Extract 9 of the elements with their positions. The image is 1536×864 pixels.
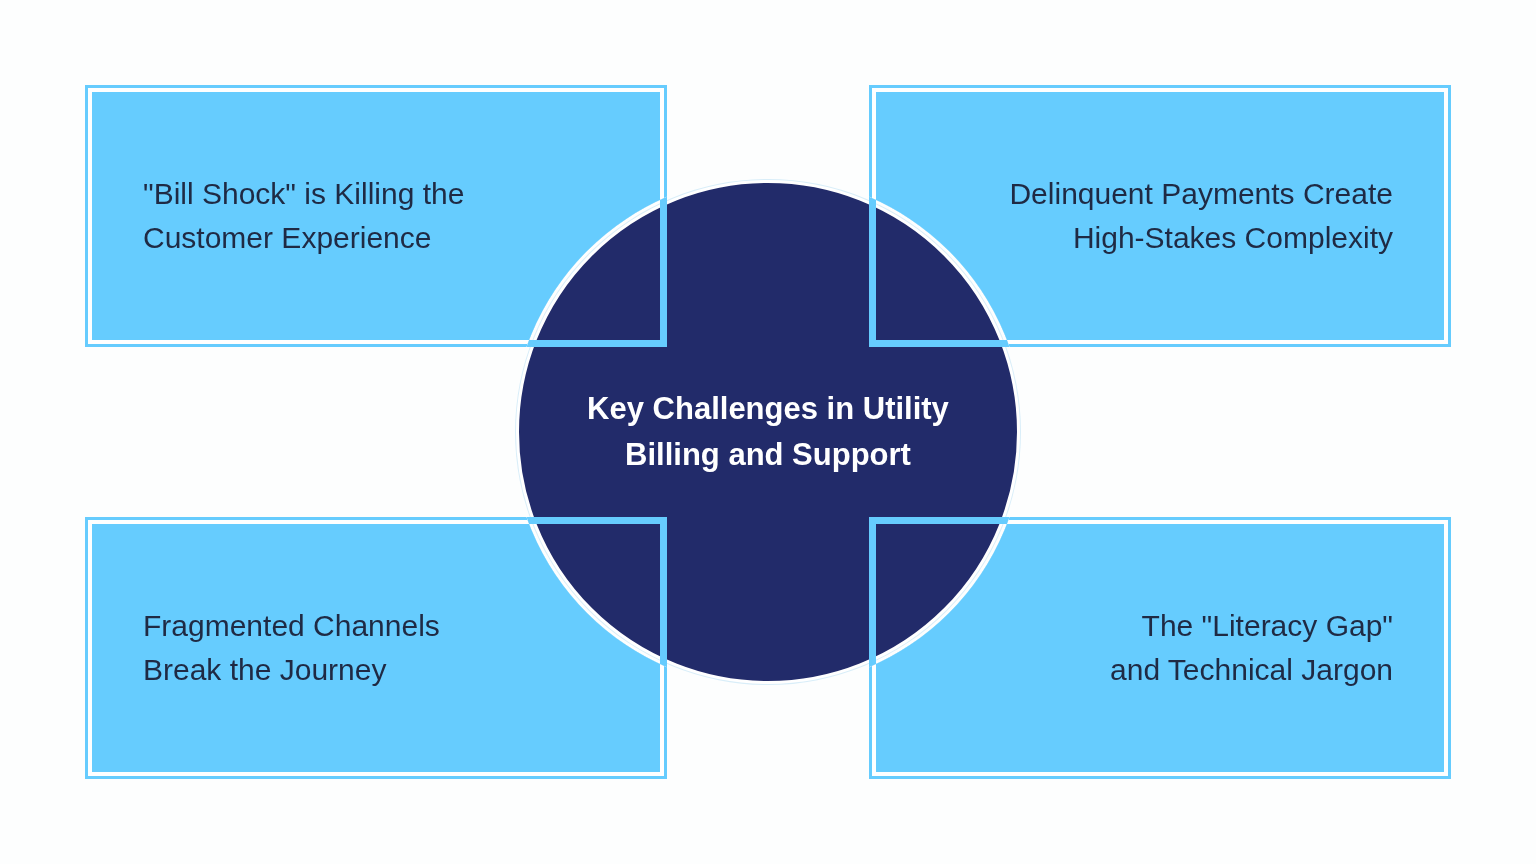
center-title: Key Challenges in Utility Billing and Support: [586, 390, 950, 474]
challenge-text: Delinquent Payments Create High-Stakes Complexity: [1008, 176, 1393, 256]
challenge-card: [85, 85, 667, 347]
challenge-text: "Bill Shock" is Killing the Customer Experience: [143, 176, 466, 256]
challenge-card: [85, 517, 667, 779]
challenge-text: The "Literacy Gap" and Technical Jargon: [1109, 608, 1393, 688]
challenge-card: [869, 517, 1451, 779]
challenge-card: [869, 85, 1451, 347]
challenge-text: Fragmented Channels Break the Journey: [143, 608, 441, 688]
